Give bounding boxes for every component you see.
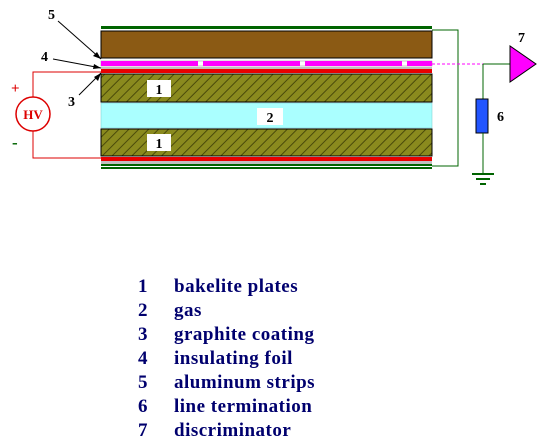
legend-number: 2	[138, 300, 148, 321]
gas-label-box	[257, 108, 283, 125]
legend-text: graphite coating	[174, 324, 315, 345]
legend-number: 5	[138, 372, 148, 393]
hv-minus: -	[12, 133, 18, 152]
bottom-insulating-foil	[101, 161, 432, 164]
label-foil: 4	[41, 50, 48, 65]
legend-text: aluminum strips	[174, 372, 316, 393]
aluminum-strip	[101, 61, 198, 66]
hv-wire-bottom	[32, 131, 101, 159]
bottom-ground-plane	[101, 164, 432, 166]
plate-label-top: 1	[156, 83, 163, 98]
discriminator-triangle	[509, 45, 537, 83]
termination-resistor	[475, 98, 489, 134]
pointer-strips	[57, 20, 102, 60]
ground-bracket-wire	[432, 29, 459, 167]
gas-label: 2	[267, 111, 274, 126]
hv-source	[15, 96, 51, 132]
legend-item: 6 line termination	[138, 395, 315, 419]
bottom-graphite-coating	[101, 157, 432, 161]
pointer-foil	[52, 58, 102, 69]
plate-label-box	[147, 134, 171, 151]
aluminum-strip	[407, 61, 432, 66]
legend-text: insulating foil	[174, 348, 293, 369]
legend-number: 4	[138, 348, 148, 369]
legend-number: 1	[138, 276, 148, 297]
pointer-arrowhead	[93, 52, 101, 59]
legend-item: 4 insulating foil	[138, 347, 315, 371]
pointer-arrowhead	[93, 64, 101, 69]
bottom-ground-plane	[101, 167, 432, 169]
legend-item: 1 bakelite plates	[138, 275, 315, 299]
top-bakelite-block	[100, 30, 433, 59]
top-ground-plane	[101, 26, 432, 29]
legend-text: line termination	[174, 396, 313, 417]
legend-text: discriminator	[174, 420, 292, 441]
aluminum-strip	[203, 61, 300, 66]
legend-number: 7	[138, 420, 148, 441]
legend-text: bakelite plates	[174, 276, 299, 297]
aluminum-strip	[305, 61, 402, 66]
hv-label: HV	[23, 107, 43, 122]
legend-item: 5 aluminum strips	[138, 371, 315, 395]
legend-number: 6	[138, 396, 148, 417]
hv-wire-top	[32, 71, 101, 97]
top-graphite-coating	[101, 69, 432, 73]
insulating-foil	[101, 67, 432, 69]
legend-number: 3	[138, 324, 148, 345]
legend-item: 7 discriminator	[138, 419, 315, 443]
termination-label: 6	[497, 110, 504, 125]
discriminator-label: 7	[518, 31, 525, 46]
plate-label-bottom: 1	[156, 137, 163, 152]
label-graphite: 3	[68, 95, 75, 110]
legend-item: 2 gas	[138, 299, 315, 323]
legend-text: gas	[174, 300, 202, 321]
legend-item: 3 graphite coating	[138, 323, 315, 347]
label-strips: 5	[48, 8, 55, 23]
hv-plus: +	[11, 81, 20, 97]
pointer-arrowhead	[94, 73, 101, 81]
plate-label-box	[147, 80, 171, 97]
